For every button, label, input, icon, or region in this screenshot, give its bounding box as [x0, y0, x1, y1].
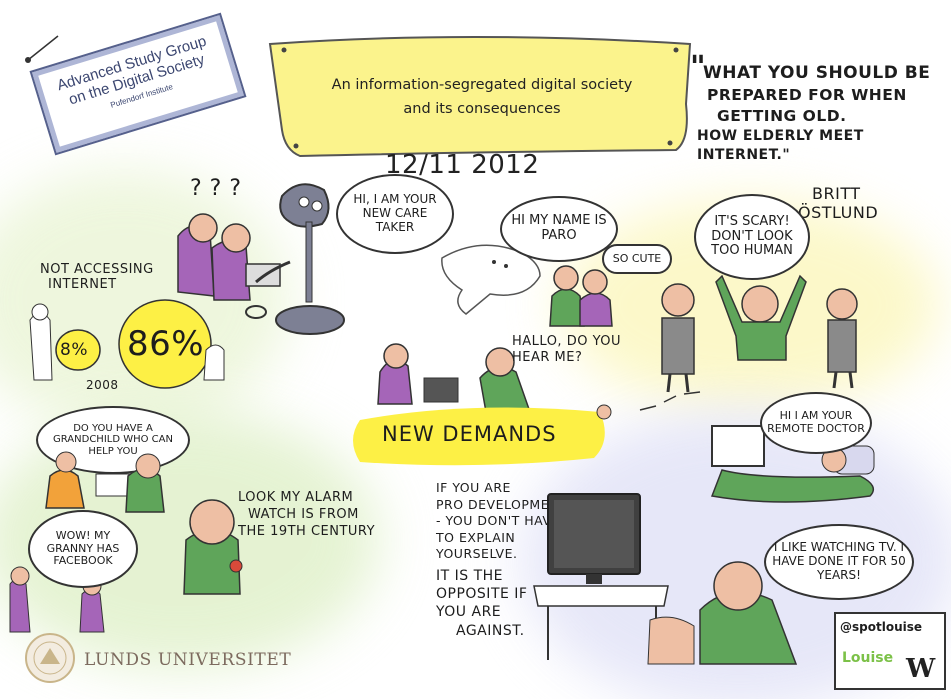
bubble-watching: I LIKE WATCHING TV. I HAVE DONE IT FOR 5… [764, 524, 914, 600]
quote-line-2: PREPARED FOR WHEN [707, 85, 907, 104]
lund-university-name: LUNDS UNIVERSITET [84, 650, 292, 670]
quote-line-1: WHAT YOU SHOULD BE [703, 63, 931, 83]
bubble-scary: IT'S SCARY! DON'T LOOK TOO HUMAN [694, 194, 810, 280]
banner-title: An information-segregated digital societ… [284, 73, 680, 121]
bubble-wow: WOW! MY GRANNY HAS FACEBOOK [28, 510, 138, 588]
stats-label-1: NOT ACCESSING [40, 262, 154, 277]
tv-text-5: YOURSELVE. [436, 546, 518, 561]
badge-mark: W [906, 654, 936, 684]
stats-label-2: INTERNET [48, 277, 117, 293]
new-demands-label: NEW DEMANDS [382, 422, 557, 446]
alarm-line-2: WATCH IS FROM [248, 506, 359, 522]
tv-text-3: - YOU DON'T HAVE [436, 513, 560, 528]
banner-line-1: An information-segregated digital societ… [331, 77, 633, 93]
tv-text-7: OPPOSITE IF [436, 585, 528, 602]
question-marks: ? ? ? [190, 176, 242, 201]
tv-text-1: IF YOU ARE [436, 480, 511, 495]
tv-text-9: AGAINST. [456, 622, 525, 639]
stat-year: 2008 [86, 378, 119, 392]
author-line-2: ÖSTLUND [798, 203, 879, 223]
alarm-text: LOOK MY ALARM WATCH IS FROM THE 19TH CEN… [238, 490, 375, 541]
tv-argument-text: IF YOU ARE PRO DEVELOPMENT - YOU DON'T H… [436, 480, 567, 640]
bubble-cute: SO CUTE [602, 244, 672, 274]
banner-line-2: and its consequences [403, 101, 561, 117]
tv-text-4: TO EXPLAIN [436, 529, 516, 545]
stats-label: NOT ACCESSING INTERNET [40, 262, 154, 293]
bubble-paro: HI MY NAME IS PARO [500, 196, 618, 262]
author-line-1: BRITT [812, 184, 861, 203]
bubble-hallo: HALLO, DO YOU HEAR ME? [512, 334, 622, 365]
alarm-line-3: THE 19TH CENTURY [238, 523, 376, 539]
bubble-caretaker: HI, I AM YOUR NEW CARE TAKER [336, 174, 454, 254]
stat-8-percent: 8% [60, 340, 88, 360]
badge-name: Louise [842, 650, 894, 666]
tv-text-6: IT IS THE [436, 567, 504, 584]
quote-line-3: GETTING OLD. [717, 106, 847, 125]
quote-author: - BRITT ÖSTLUND [776, 184, 879, 223]
stat-86-percent: 86% [127, 324, 205, 364]
alarm-line-1: LOOK MY ALARM [238, 490, 354, 505]
badge-handle: @spotlouise [840, 620, 923, 634]
author-badge: @spotlouise Louise W [834, 612, 946, 690]
bubble-doctor: HI I AM YOUR REMOTE DOCTOR [760, 392, 872, 454]
quote-line-4: HOW ELDERLY MEET INTERNET." [697, 127, 864, 163]
tv-text-8: YOU ARE [436, 604, 502, 621]
quote-open-mark: " [690, 50, 707, 85]
tv-text-2: PRO DEVELOPMENT [436, 496, 568, 512]
quote-text: WHAT YOU SHOULD BE PREPARED FOR WHEN GET… [697, 62, 951, 165]
